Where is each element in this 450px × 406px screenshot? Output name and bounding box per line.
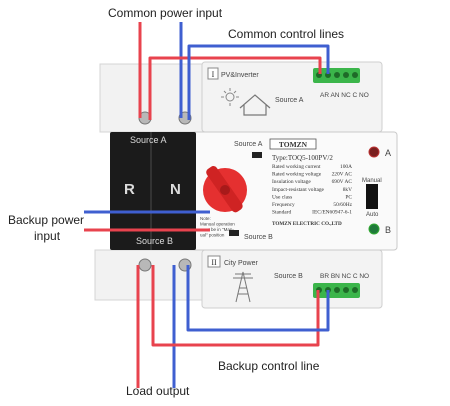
spec-label: Standard <box>272 210 291 216</box>
block-phase-n: N <box>170 181 181 198</box>
spec-value: 220V AC <box>332 172 353 178</box>
indicator-b-led <box>368 223 380 235</box>
spec-label: Use class <box>272 194 292 200</box>
source-b-slot <box>229 230 239 236</box>
wire-backup-control-blue <box>186 265 330 332</box>
top-module-title: PV&Inverter <box>221 72 259 79</box>
spec-value: 100A <box>340 164 352 170</box>
source-a-slot <box>252 152 262 158</box>
solar-house-icon <box>221 88 271 116</box>
label-backup-control-line: Backup control line <box>218 359 320 373</box>
indicator-a-led <box>368 146 380 158</box>
block-source-a: Source A <box>130 135 167 145</box>
maker-line: TOMZN ELECTRIC CO.,LTD <box>272 221 342 227</box>
spec-value: 50/60Hz <box>333 202 352 208</box>
selector-knob[interactable] <box>203 164 247 213</box>
wire-common-control-red <box>148 56 322 120</box>
panel-source-b: Source B <box>244 234 273 241</box>
block-divider <box>150 132 152 250</box>
spec-label: Insulation voltage <box>272 179 311 185</box>
mode-auto-label: Auto <box>366 212 379 218</box>
brand-name: TOMZN <box>279 140 308 149</box>
note-line: must be in "Man- <box>200 227 234 232</box>
panel-source-a: Source A <box>234 141 263 148</box>
bottom-module-title: City Power <box>224 260 259 267</box>
indicator-a-label: A <box>385 148 391 158</box>
bottom-source-label: Source B <box>274 273 303 280</box>
indicator-b-label: B <box>385 225 391 235</box>
label-load-output: Load output <box>126 384 190 398</box>
roman-ii: II <box>211 258 217 267</box>
spec-label: Frequency <box>272 202 295 208</box>
label-common-control-lines: Common control lines <box>228 27 344 41</box>
spec-value: IEC/EN60947-6-1 <box>312 210 352 216</box>
bottom-terminal-labels: BR BN NC C NO <box>320 273 369 280</box>
wire-common-control-blue <box>187 44 330 120</box>
black-breaker-block <box>110 132 196 250</box>
roman-badge-ii <box>207 255 221 268</box>
power-tower-icon <box>233 271 253 303</box>
block-phase-r: R <box>124 181 135 198</box>
spec-label: Rated working current <box>272 164 321 170</box>
top-terminal-labels: AR AN NC C NO <box>320 92 369 99</box>
mode-manual-label: Manual <box>362 178 382 184</box>
spec-value: PC <box>345 194 352 200</box>
spec-value: 690V AC <box>332 179 353 185</box>
label-common-power-input: Common power input <box>108 6 223 20</box>
spec-label: Impact-resistant voltage <box>272 187 325 193</box>
mode-switch[interactable] <box>366 184 378 209</box>
roman-i: I <box>212 70 215 79</box>
roman-badge-i <box>207 67 219 80</box>
brand-plate <box>269 138 317 150</box>
wire-backup-control-red <box>151 265 320 347</box>
block-source-b: Source B <box>136 236 173 246</box>
spec-table: Rated working current 100A Rated working v… <box>272 164 353 216</box>
top-source-label: Source A <box>275 97 304 104</box>
type-line: Type:TOQ5-100PV/2 <box>272 154 333 162</box>
spec-label: Rated working voltage <box>272 172 322 178</box>
label-backup-power-line1: Backup power <box>8 213 84 227</box>
label-backup-power-line2: input <box>34 229 61 243</box>
upper-terminal-housing <box>99 63 211 133</box>
spec-value: 8kV <box>343 187 352 193</box>
note-line: Manual operation <box>200 222 235 227</box>
note-line: Note: <box>200 216 211 221</box>
note-line: ual" position <box>200 233 225 238</box>
